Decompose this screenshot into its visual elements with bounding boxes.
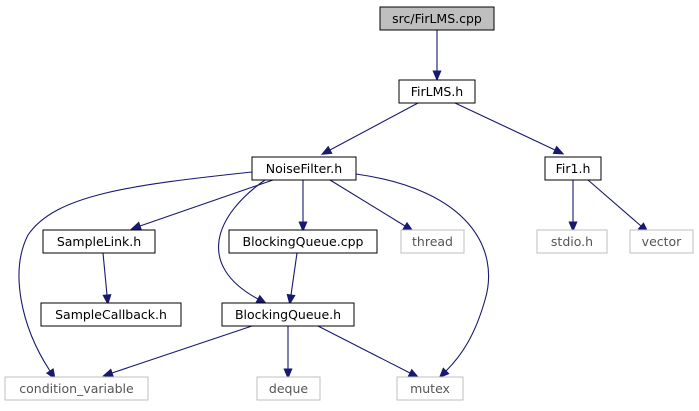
arrow-head-icon [130, 221, 142, 231]
arrow-head-icon [298, 221, 308, 233]
edge-line [587, 179, 642, 227]
node-condition-variable[interactable]: condition_variable [4, 376, 149, 401]
node-box [251, 156, 357, 181]
edge-firlms_h-to-fir1_h [454, 102, 565, 155]
node-label: FirLMS.h [411, 84, 463, 99]
node-label: Fir1.h [556, 161, 591, 176]
node-stdio-h[interactable]: stdio.h [536, 229, 608, 254]
arrow-head-icon [438, 367, 450, 379]
edge-blockingqueue_h-to-deque [283, 326, 293, 380]
node-box [228, 229, 378, 254]
node-thread[interactable]: thread [400, 229, 465, 254]
edge-noisefilter_h-to-mutex [355, 173, 489, 379]
node-box [400, 229, 465, 254]
node-label: SampleLink.h [57, 234, 141, 249]
edge-noisefilter_h-to-samplelink_h [130, 179, 274, 231]
edge-line [111, 325, 253, 374]
node-label: SampleCallback.h [55, 307, 167, 322]
node-label: condition_variable [19, 381, 134, 396]
edge-samplelink_h-to-samplecallback_h [102, 252, 112, 306]
edge-line [329, 102, 419, 151]
node-box [544, 156, 602, 181]
node-firlms-h[interactable]: FirLMS.h [398, 79, 476, 104]
edge-line [290, 252, 298, 296]
node-label: vector [642, 234, 683, 249]
arrow-head-icon [568, 221, 578, 233]
arrow-head-icon [407, 368, 420, 378]
node-label: NoiseFilter.h [266, 161, 342, 176]
arrow-head-icon [552, 145, 565, 155]
arrow-head-icon [255, 294, 268, 304]
node-box [42, 229, 156, 254]
node-box [4, 376, 149, 401]
edge-noisefilter_h-to-thread [329, 179, 414, 232]
node-root[interactable]: src/FirLMS.cpp [379, 6, 495, 31]
arrow-head-icon [283, 368, 293, 380]
edge-root-to-firlms_h [432, 30, 442, 82]
node-box [629, 229, 694, 254]
edge-noisefilter_h-to-condition_variable [18, 171, 253, 380]
edge-line [139, 179, 274, 227]
node-deque[interactable]: deque [256, 376, 321, 401]
node-label: thread [412, 234, 453, 249]
edge-fir1_h-to-vector [587, 179, 649, 233]
edge-line [218, 179, 266, 300]
node-blockingqueue-h[interactable]: BlockingQueue.h [221, 302, 355, 327]
edge-line [18, 171, 253, 372]
node-label: BlockingQueue.h [235, 307, 341, 322]
edge-fir1_h-to-stdio_h [568, 180, 578, 233]
node-box [536, 229, 608, 254]
edge-firlms_h-to-noisefilter_h [320, 102, 419, 155]
edges-layer [18, 30, 649, 380]
node-mutex[interactable]: mutex [396, 376, 464, 401]
arrow-head-icon [102, 368, 114, 378]
arrow-head-icon [102, 294, 112, 306]
edge-blockingqueue_h-to-condition_variable [102, 325, 253, 378]
edge-blockingqueue_h-to-mutex [317, 325, 420, 378]
node-label: src/FirLMS.cpp [392, 11, 482, 26]
node-box [396, 376, 464, 401]
node-fir1-h[interactable]: Fir1.h [544, 156, 602, 181]
node-samplelink-h[interactable]: SampleLink.h [42, 229, 156, 254]
arrow-head-icon [45, 368, 56, 380]
node-box [256, 376, 321, 401]
arrow-head-icon [432, 70, 442, 82]
edge-blockingqueue_cpp-to-blockingqueue_h [286, 252, 298, 306]
edge-noisefilter_h-to-blockingqueue_cpp [298, 180, 308, 233]
edge-line [102, 252, 108, 296]
edge-line [317, 325, 411, 374]
node-label: BlockingQueue.cpp [243, 234, 364, 249]
node-box [379, 6, 495, 31]
node-box [398, 79, 476, 104]
node-blockingqueue-cpp[interactable]: BlockingQueue.cpp [228, 229, 378, 254]
node-label: mutex [410, 381, 450, 396]
node-label: deque [269, 381, 308, 396]
arrow-head-icon [286, 293, 296, 306]
node-box [221, 302, 355, 327]
node-noisefilter-h[interactable]: NoiseFilter.h [251, 156, 357, 181]
edge-line [329, 179, 406, 227]
edge-line [454, 102, 556, 151]
node-box [40, 302, 182, 327]
node-vector[interactable]: vector [629, 229, 694, 254]
node-label: stdio.h [551, 234, 593, 249]
node-samplecallback-h[interactable]: SampleCallback.h [40, 302, 182, 327]
arrow-head-icon [320, 145, 333, 155]
edge-line [355, 173, 489, 372]
